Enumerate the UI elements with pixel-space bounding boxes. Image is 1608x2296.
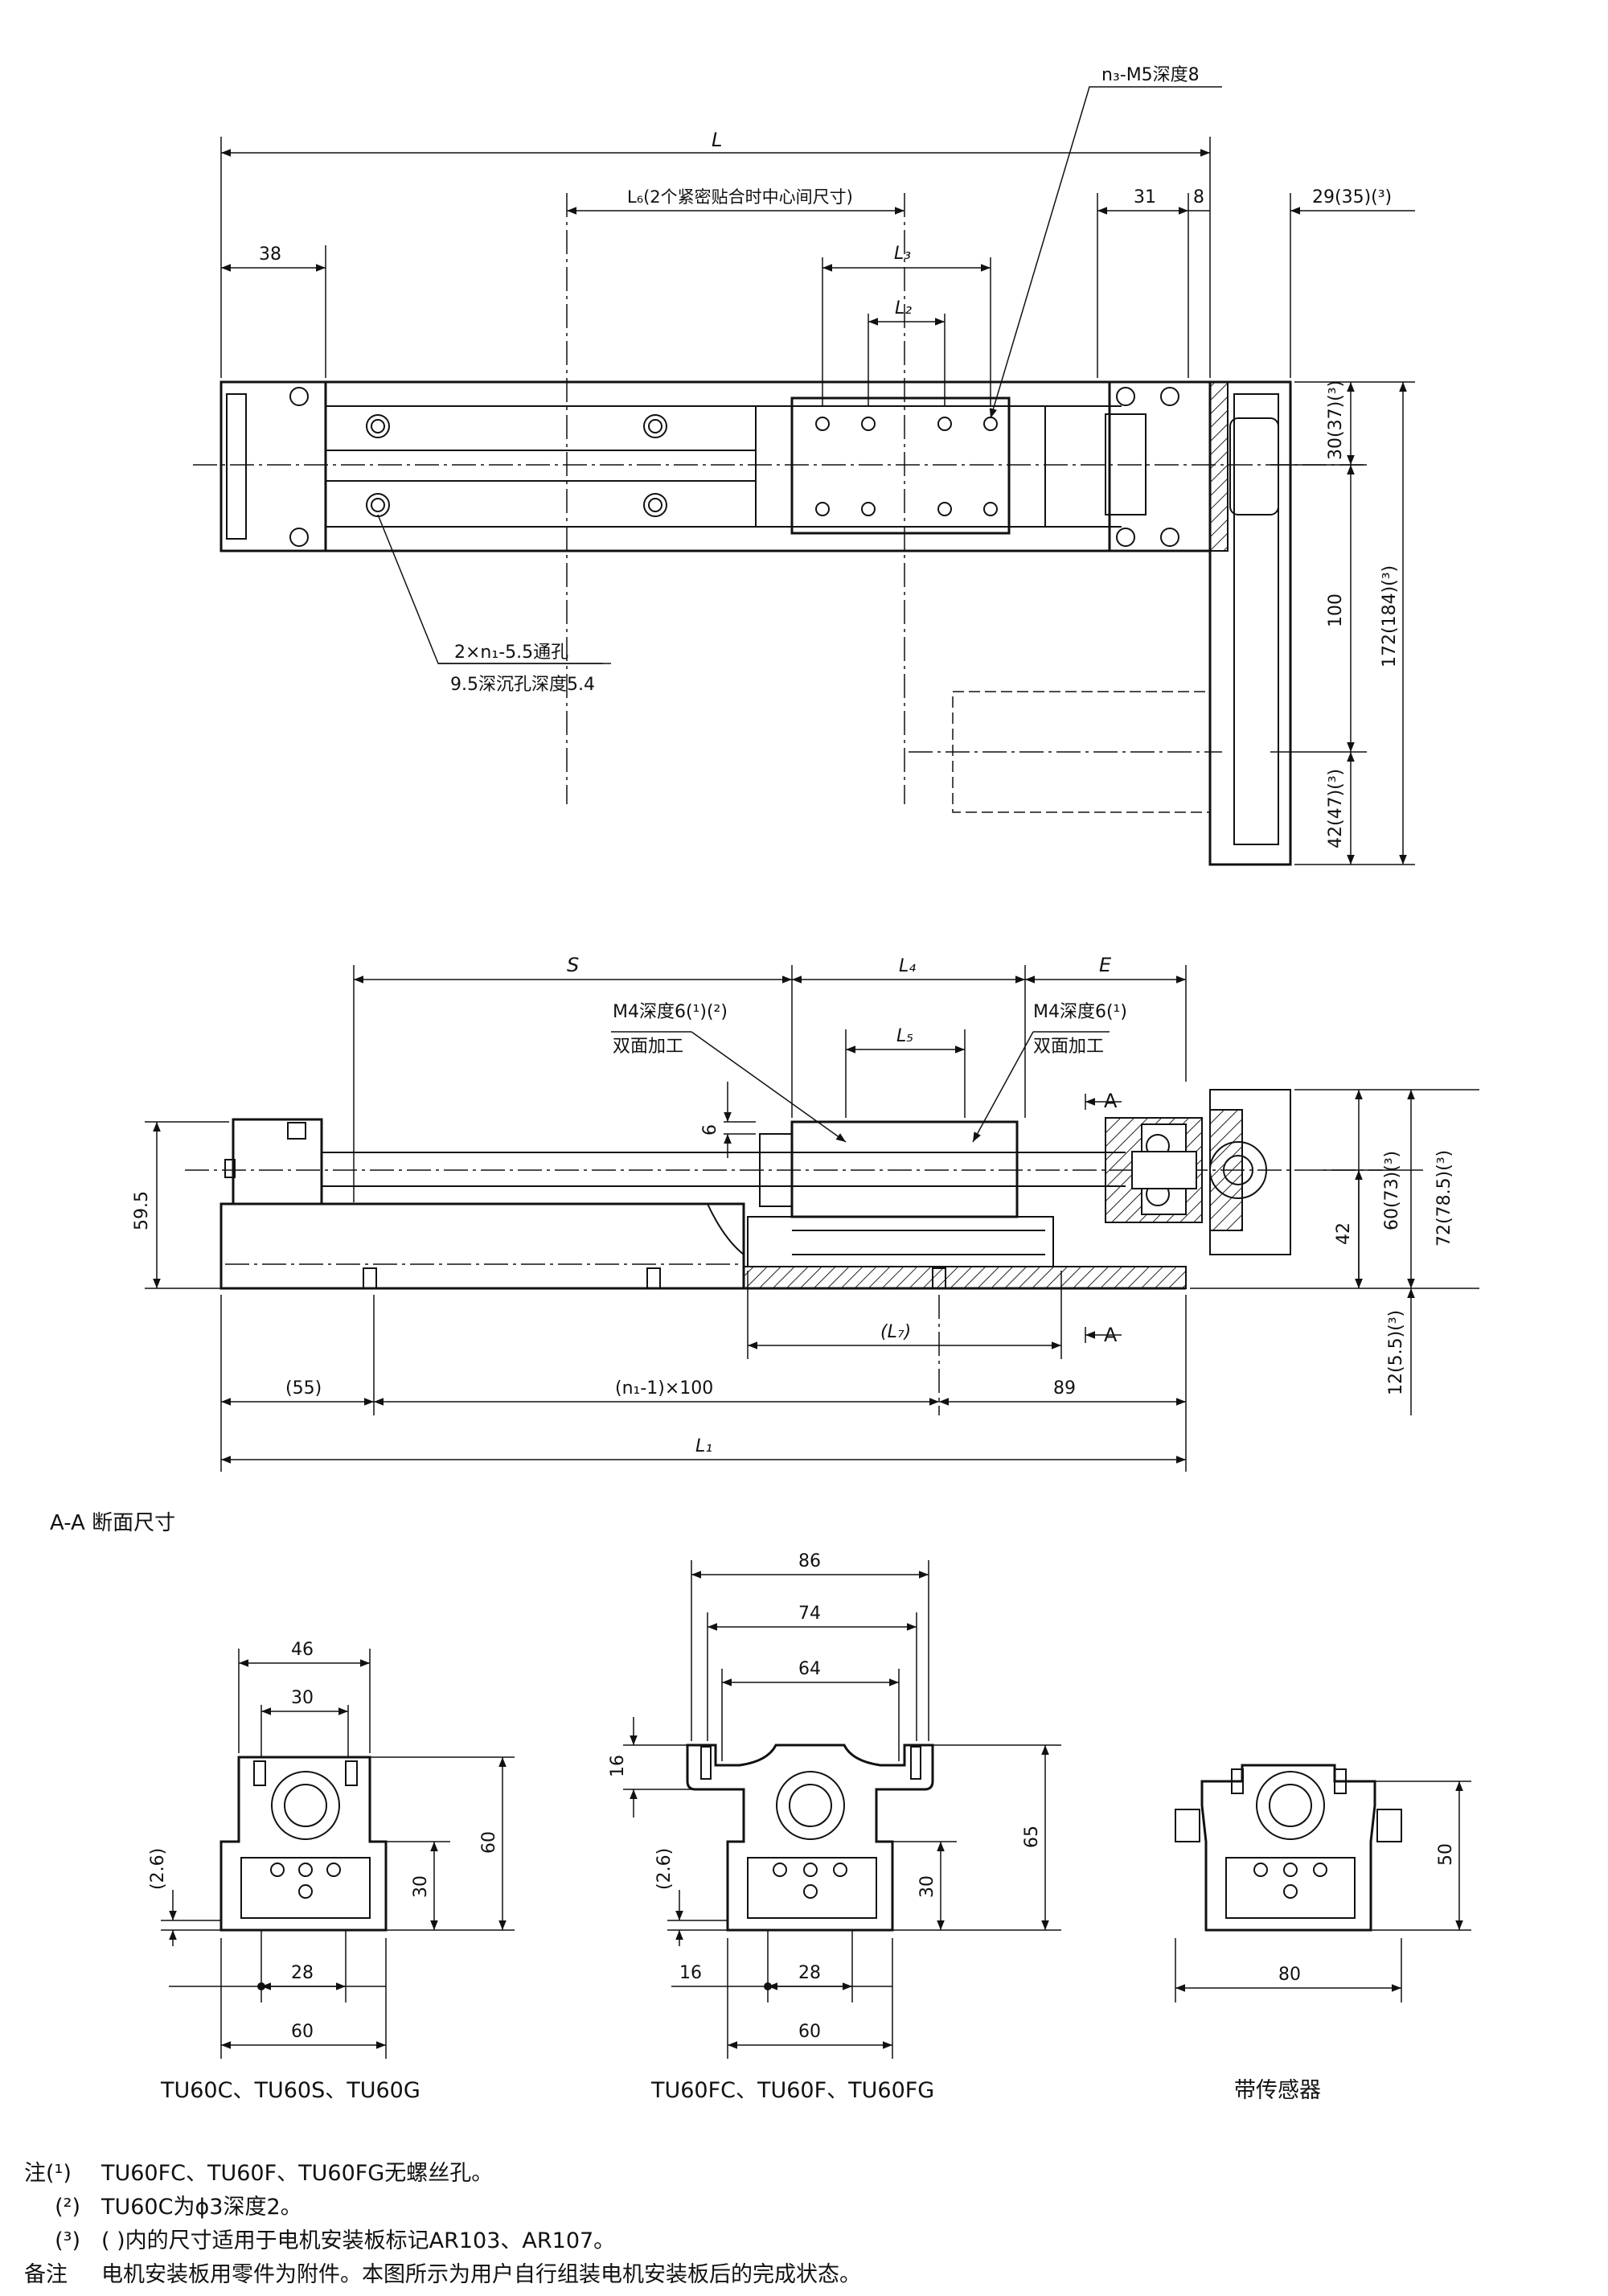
dim-42: 42 bbox=[1334, 1222, 1354, 1245]
L5-label: L₅ bbox=[896, 1026, 913, 1046]
dim-42-47: 42(47)(³) bbox=[1326, 769, 1346, 848]
front-view bbox=[145, 965, 1479, 1472]
hole-callout-2: 9.5深沉孔深度5.4 bbox=[450, 675, 595, 695]
v1-caption: TU60C、TU60S、TU60G bbox=[160, 2078, 420, 2103]
dim-30-37: 30(37)(³) bbox=[1326, 380, 1346, 460]
v2-dim-26: (2.6) bbox=[654, 1848, 675, 1890]
dim-60-73: 60(73)(³) bbox=[1382, 1151, 1402, 1230]
dim-59-5: 59.5 bbox=[132, 1191, 152, 1230]
m4-left-sub: 双面加工 bbox=[613, 1037, 683, 1057]
note-2: (²) TU60C为ϕ3深度2。 bbox=[24, 2189, 302, 2220]
L2-label: L₂ bbox=[895, 298, 912, 318]
top-view bbox=[193, 86, 1415, 866]
v2-caption: TU60FC、TU60F、TU60FG bbox=[650, 2078, 934, 2103]
dim-55: (55) bbox=[285, 1378, 322, 1399]
L6-label: L₆(2个紧密贴合时中心间尺寸) bbox=[627, 187, 853, 207]
v3-caption: 带传感器 bbox=[1234, 2078, 1321, 2103]
dim-100: 100 bbox=[1326, 594, 1346, 627]
dim-72: 72(78.5)(³) bbox=[1434, 1150, 1454, 1247]
note-3-mark: (³) bbox=[55, 2228, 80, 2253]
section-view-1 bbox=[161, 1649, 515, 2059]
L1-label: L₁ bbox=[695, 1436, 712, 1456]
section-view-3-labels: 50 80 带传感器 bbox=[1234, 1843, 1456, 2103]
n3-callout: n₃-M5深度8 bbox=[1101, 65, 1200, 85]
v2-dim-64: 64 bbox=[798, 1659, 821, 1679]
note-4: 备注 电机安装板用零件为附件。本图所示为用户自行组装电机安装板后的完成状态。 bbox=[24, 2257, 861, 2288]
note-4-text: 电机安装板用零件为附件。本图所示为用户自行组装电机安装板后的完成状态。 bbox=[101, 2262, 861, 2287]
dim-8: 8 bbox=[1193, 187, 1204, 207]
dim-12: 12(5.5)(³) bbox=[1386, 1310, 1406, 1395]
section-title: A-A 断面尺寸 bbox=[50, 1511, 175, 1535]
dim-29: 29(35)(³) bbox=[1312, 187, 1392, 207]
v1-dim-26: (2.6) bbox=[148, 1848, 168, 1890]
v2-dim-65: 65 bbox=[1022, 1826, 1042, 1848]
L4-label: L₄ bbox=[899, 956, 916, 976]
m4-left-callout: M4深度6(¹)(²) bbox=[613, 1002, 728, 1022]
v2-dim-16h: 16 bbox=[608, 1755, 628, 1777]
note-1-mark: 注(¹) bbox=[24, 2161, 72, 2186]
v2-dim-74: 74 bbox=[798, 1604, 821, 1624]
section-view-2 bbox=[623, 1560, 1061, 2059]
m4-right-callout: M4深度6(¹) bbox=[1033, 1002, 1127, 1022]
v1-dim-30w: 30 bbox=[291, 1688, 314, 1708]
hole-callout-1: 2×n₁-5.5通孔 bbox=[454, 643, 568, 663]
note-2-mark: (²) bbox=[55, 2195, 80, 2220]
section-view-2-labels: 86 74 64 16 (2.6) 30 65 16 28 60 TU60FC、… bbox=[608, 1551, 1042, 2103]
note-3-text: ( )内的尺寸适用于电机安装板标记AR103、AR107。 bbox=[101, 2228, 616, 2253]
v2-dim-60w: 60 bbox=[798, 2022, 821, 2042]
v1-dim-28: 28 bbox=[291, 1963, 314, 1983]
note-3: (³) ( )内的尺寸适用于电机安装板标记AR103、AR107。 bbox=[24, 2223, 615, 2254]
L-label: L bbox=[712, 129, 722, 151]
section-view-1-labels: 46 30 60 (2.6) 30 28 60 TU60C、TU60S、TU60… bbox=[148, 1640, 499, 2103]
v2-dim-28: 28 bbox=[798, 1963, 821, 1983]
E-label: E bbox=[1099, 954, 1112, 976]
pitch-label: (n₁-1)×100 bbox=[615, 1378, 713, 1399]
section-mark-top: A bbox=[1104, 1090, 1118, 1112]
v2-dim-30h: 30 bbox=[917, 1875, 937, 1898]
top-view-labels: n₃-M5深度8 L L₆(2个紧密贴合时中心间尺寸) L₃ L₂ 38 31 … bbox=[259, 65, 1400, 848]
section-view-3 bbox=[1175, 1764, 1471, 2002]
dim-31: 31 bbox=[1134, 187, 1156, 207]
section-mark-bottom: A bbox=[1104, 1324, 1118, 1346]
note-4-mark: 备注 bbox=[24, 2262, 68, 2287]
v3-dim-50: 50 bbox=[1436, 1843, 1456, 1866]
dim-38: 38 bbox=[259, 244, 281, 265]
L7-label: (L₇) bbox=[880, 1322, 911, 1342]
v2-dim-86: 86 bbox=[798, 1551, 821, 1571]
note-1-text: TU60FC、TU60F、TU60FG无螺丝孔。 bbox=[101, 2161, 494, 2186]
v1-dim-46: 46 bbox=[291, 1640, 314, 1660]
S-label: S bbox=[567, 954, 579, 976]
dim-172: 172(184)(³) bbox=[1380, 565, 1400, 667]
dim-6: 6 bbox=[700, 1124, 720, 1136]
m4-right-sub: 双面加工 bbox=[1033, 1037, 1104, 1057]
v1-dim-30h: 30 bbox=[411, 1875, 431, 1898]
v1-dim-60w: 60 bbox=[291, 2022, 314, 2042]
v3-dim-80: 80 bbox=[1278, 1965, 1301, 1985]
v2-dim-16w: 16 bbox=[679, 1963, 702, 1983]
v1-dim-60h: 60 bbox=[479, 1831, 499, 1854]
front-view-labels: S L₄ E L₅ M4深度6(¹)(²) 双面加工 M4深度6(¹) 双面加工… bbox=[132, 954, 1454, 1456]
L3-label: L₃ bbox=[894, 244, 911, 264]
dim-89: 89 bbox=[1053, 1378, 1076, 1399]
note-2-text: TU60C为ϕ3深度2。 bbox=[101, 2195, 302, 2220]
note-1: 注(¹) TU60FC、TU60F、TU60FG无螺丝孔。 bbox=[24, 2155, 493, 2187]
